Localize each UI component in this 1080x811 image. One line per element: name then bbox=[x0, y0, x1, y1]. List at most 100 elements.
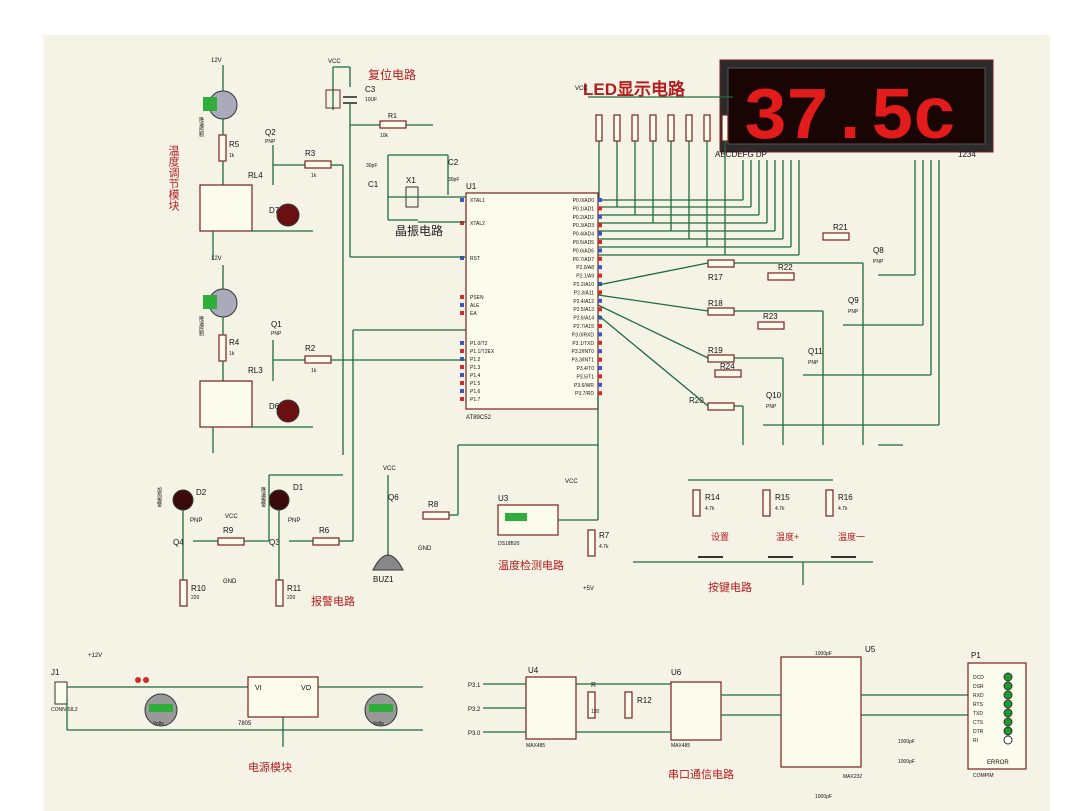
svg-text:220: 220 bbox=[287, 595, 296, 601]
svg-text:R2: R2 bbox=[305, 344, 316, 353]
mcu-pin-label: P1.3 bbox=[470, 365, 481, 371]
svg-text:Q8: Q8 bbox=[873, 246, 884, 255]
svg-text:10UF: 10UF bbox=[365, 97, 377, 103]
svg-text:1k: 1k bbox=[311, 173, 317, 179]
serial-pin-label: RI bbox=[973, 738, 978, 744]
svg-text:VI: VI bbox=[255, 685, 262, 692]
mcu-pin-label: P3.3/INT1 bbox=[571, 358, 594, 364]
svg-text:加热报警: 加热报警 bbox=[156, 486, 162, 508]
svg-text:U4: U4 bbox=[528, 666, 539, 675]
svg-text:CONN-SIL2: CONN-SIL2 bbox=[51, 707, 78, 713]
svg-text:Q4: Q4 bbox=[173, 538, 184, 547]
mcu-pin-label: P2.3/A11 bbox=[574, 290, 594, 296]
schematic-canvas: 37.5c ABCDEFG DP 1234 LED显示电路 VCC bbox=[51, 58, 1027, 800]
svg-text:7805: 7805 bbox=[238, 721, 252, 727]
svg-text:10k: 10k bbox=[380, 133, 389, 139]
svg-text:VCC: VCC bbox=[225, 514, 238, 520]
mcu-pin-label: P0.0/AD0 bbox=[573, 198, 595, 204]
svg-text:R19: R19 bbox=[708, 346, 723, 355]
mcu-pin-label: P2.7/A15 bbox=[573, 324, 594, 330]
svg-text:PNP: PNP bbox=[873, 259, 884, 265]
mcu-pin bbox=[460, 397, 464, 401]
mcu-pin-label: P0.1/AD1 bbox=[573, 206, 595, 212]
svg-text:C2: C2 bbox=[448, 158, 459, 167]
mcu-pin bbox=[598, 324, 602, 328]
mcu-pin-label: RST bbox=[470, 256, 480, 262]
display-seg-label: ABCDEFG DP bbox=[715, 150, 767, 159]
mcu-pin bbox=[460, 365, 464, 369]
svg-text:Q1: Q1 bbox=[271, 320, 282, 329]
svg-text:VO: VO bbox=[301, 685, 312, 692]
svg-text:R14: R14 bbox=[705, 493, 720, 502]
schematic-sheet: 37.5c ABCDEFG DP 1234 LED显示电路 VCC bbox=[43, 35, 1050, 811]
mcu-pin-label: P0.3/AD3 bbox=[573, 223, 595, 229]
svg-text:30pF: 30pF bbox=[366, 163, 377, 169]
mcu-pin-label: P3.5/T1 bbox=[576, 374, 594, 380]
svg-text:降温控制: 降温控制 bbox=[198, 116, 204, 138]
svg-text:Q2: Q2 bbox=[265, 128, 276, 137]
svg-text:4.7k: 4.7k bbox=[599, 544, 609, 550]
svg-text:PNP: PNP bbox=[190, 518, 202, 524]
mcu-pin bbox=[460, 311, 464, 315]
mcu-pin-label: P1.5 bbox=[470, 381, 481, 387]
alarm-circuit: 报警电路 D2 D1 加热报警 降温报警 VCC PNP PNP Q4 Q3 R… bbox=[156, 329, 598, 608]
mcu-pin-label: P2.1/A9 bbox=[576, 274, 594, 280]
serial-pin-led bbox=[1003, 699, 1013, 709]
svg-text:Q6: Q6 bbox=[388, 493, 399, 502]
svg-text:PNP: PNP bbox=[265, 139, 276, 145]
svg-text:D2: D2 bbox=[196, 488, 207, 497]
svg-text:温度检测电路: 温度检测电路 bbox=[498, 558, 564, 572]
svg-text:+12V: +12V bbox=[88, 653, 102, 659]
mcu-pin bbox=[598, 231, 602, 236]
mcu-pin-label: P2.0/A8 bbox=[576, 265, 594, 271]
svg-text:D1: D1 bbox=[293, 483, 304, 492]
mcu-pin bbox=[598, 357, 602, 362]
svg-text:R4: R4 bbox=[229, 338, 240, 347]
svg-text:GND: GND bbox=[223, 579, 237, 585]
svg-text:PNP: PNP bbox=[766, 404, 777, 410]
p0-bus bbox=[598, 141, 800, 256]
mcu-pin bbox=[598, 391, 602, 396]
mcu-pin-label: P0.5/AD5 bbox=[573, 240, 595, 246]
svg-text:R5: R5 bbox=[229, 140, 240, 149]
mcu-pin-label: P1.7 bbox=[470, 397, 481, 403]
mcu-pin bbox=[598, 340, 602, 345]
svg-text:MAX485: MAX485 bbox=[671, 743, 690, 749]
mcu-pin bbox=[598, 307, 602, 312]
svg-text:RL4: RL4 bbox=[248, 171, 263, 180]
svg-text:BUZ1: BUZ1 bbox=[373, 575, 394, 584]
svg-text:1k: 1k bbox=[229, 351, 235, 357]
svg-text:30pF: 30pF bbox=[448, 177, 459, 183]
mcu-pin-label: XTAL1 bbox=[470, 198, 485, 204]
led-display: 37.5c ABCDEFG DP 1234 bbox=[715, 59, 994, 161]
svg-text:+5V: +5V bbox=[583, 586, 594, 592]
serial-pin-label: RXD bbox=[973, 693, 984, 699]
svg-text:Q3: Q3 bbox=[269, 538, 280, 547]
svg-text:R8: R8 bbox=[428, 500, 439, 509]
svg-text:晶振电路: 晶振电路 bbox=[395, 223, 443, 238]
mcu-pin bbox=[598, 298, 602, 303]
svg-text:PNP: PNP bbox=[808, 360, 819, 366]
svg-text:220: 220 bbox=[191, 595, 200, 601]
mcu-pin bbox=[598, 382, 602, 387]
svg-text:温度一: 温度一 bbox=[838, 531, 865, 542]
svg-text:R10: R10 bbox=[191, 584, 206, 593]
mcu-pin-label: P0.4/AD4 bbox=[573, 232, 595, 238]
svg-text:U5: U5 bbox=[865, 645, 876, 654]
svg-text:R18: R18 bbox=[708, 299, 723, 308]
title-led: LED显示电路 bbox=[583, 79, 686, 99]
svg-text:U6: U6 bbox=[671, 668, 682, 677]
mcu-pin bbox=[598, 332, 602, 337]
svg-text:P3.0: P3.0 bbox=[468, 731, 481, 737]
mcu-pin-label: P1.4 bbox=[470, 373, 481, 379]
digit-drivers: Q8 Q9 Q11 Q10 PNP PNP PNP PNP R17 R18 R1… bbox=[597, 160, 940, 446]
svg-text:VCC: VCC bbox=[565, 479, 578, 485]
svg-text:降温控制: 降温控制 bbox=[198, 315, 204, 337]
mcu-pin bbox=[598, 273, 602, 278]
serial-circuit: 串口通信电路 P3.1 P3.2 P3.0 U4 MAX485 R 120 R1… bbox=[468, 645, 1027, 800]
mcu-pin-label: P3.0/RXD bbox=[572, 332, 595, 338]
mcu-pin bbox=[598, 256, 602, 261]
mcu-pin bbox=[460, 198, 464, 202]
svg-text:Volts: Volts bbox=[153, 721, 164, 727]
svg-text:PNP: PNP bbox=[288, 518, 300, 524]
